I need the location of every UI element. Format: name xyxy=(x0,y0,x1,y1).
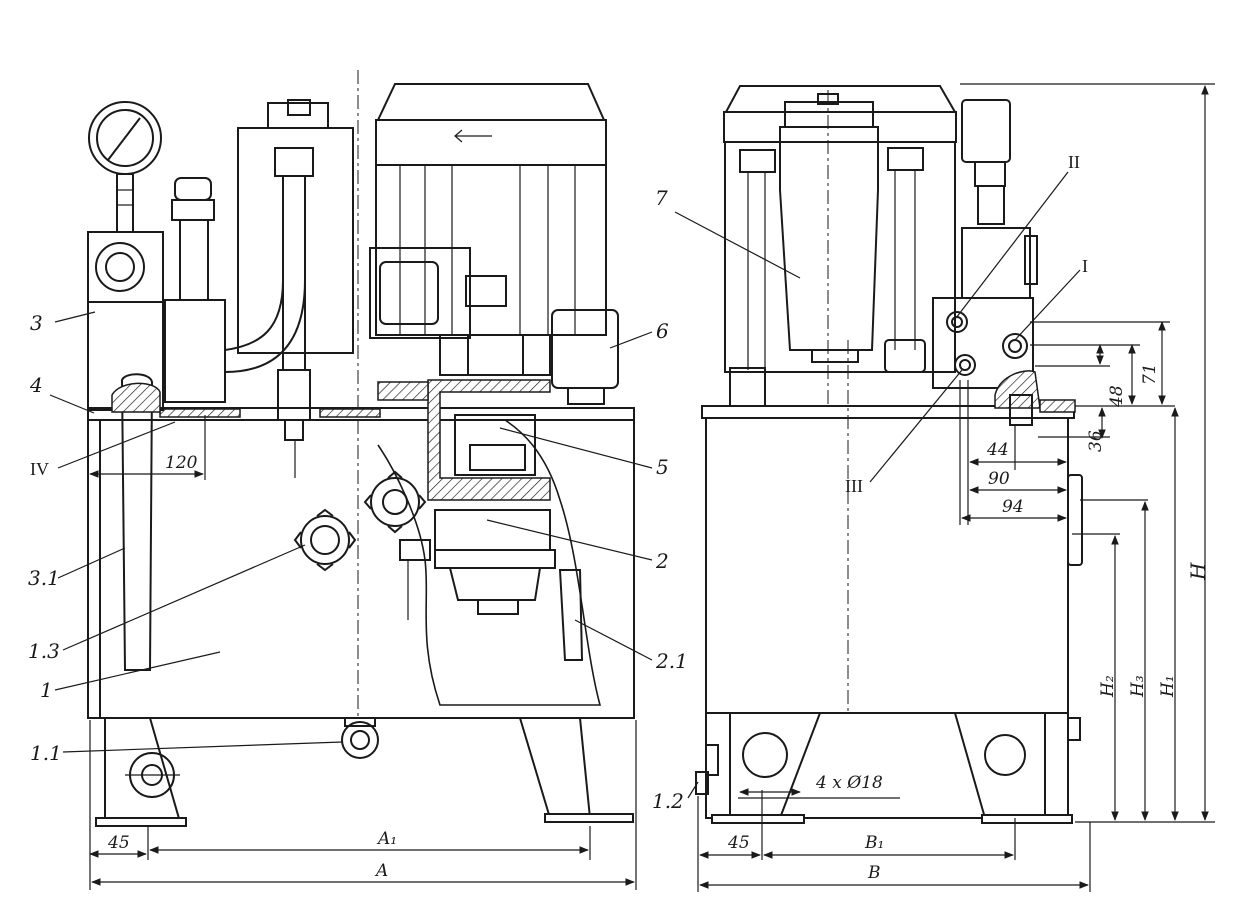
label-5: 5 xyxy=(656,455,669,479)
dim-45-left: 45 xyxy=(107,833,130,853)
label-I: I xyxy=(1082,256,1088,276)
dim-H: H xyxy=(1186,562,1210,581)
coupling-housing xyxy=(377,379,551,501)
leader-lines-left xyxy=(49,311,653,753)
dim-36: 36 xyxy=(1086,430,1106,452)
dim-H2: H₂ xyxy=(1098,675,1118,698)
drain-plug xyxy=(341,717,379,759)
label-1: 1 xyxy=(40,678,53,702)
dim-120: 120 xyxy=(165,453,198,473)
label-II: II xyxy=(1068,152,1080,172)
dim-90: 90 xyxy=(988,469,1010,489)
drain-valve xyxy=(695,744,719,795)
valve-handwheel xyxy=(363,470,427,534)
dim-A: A xyxy=(374,861,388,881)
dim-45-right: 45 xyxy=(727,833,750,853)
tank-cutaway-outline xyxy=(377,419,602,706)
air-breather xyxy=(164,177,226,403)
side-motor xyxy=(723,85,957,407)
leader-lines-right xyxy=(674,171,1081,799)
label-4: 4 xyxy=(29,373,43,397)
label-2: 2 xyxy=(655,549,669,573)
label-6: 6 xyxy=(656,319,669,343)
front-view: 3 4 IV 3.1 1.3 1 1.1 5 2 2.1 6 120 45 A₁… xyxy=(28,70,688,890)
dim-H1: H₁ xyxy=(1158,675,1178,698)
level-indicator xyxy=(120,373,154,671)
label-III: III xyxy=(845,476,863,496)
side-view: 7 II I III 1.2 48 71 36 44 90 94 H H₁ H₃… xyxy=(652,83,1215,892)
label-IV: IV xyxy=(30,459,49,479)
dim-B: B xyxy=(867,863,881,883)
return-filter xyxy=(224,99,354,478)
filler-cap xyxy=(293,508,357,572)
dim-H3: H₃ xyxy=(1128,675,1148,698)
label-1-3: 1.3 xyxy=(28,639,60,663)
side-filter-7 xyxy=(779,90,879,408)
cover-gasket-2 xyxy=(319,408,381,418)
pressure-gauge xyxy=(88,101,162,233)
oil-tank xyxy=(87,70,635,720)
dim-44: 44 xyxy=(986,440,1009,460)
label-3-1: 3.1 xyxy=(28,566,60,590)
dimension-lines-left xyxy=(89,415,637,890)
electric-motor xyxy=(369,83,607,376)
suction-filter xyxy=(558,569,584,661)
dim-B1: B₁ xyxy=(864,833,884,853)
valve-block-6 xyxy=(551,309,619,405)
label-1-2: 1.2 xyxy=(652,789,684,813)
label-3: 3 xyxy=(30,311,43,335)
dimension-lines-right xyxy=(697,83,1215,892)
tank-feet xyxy=(95,717,634,827)
dim-holes: 4 x Ø18 xyxy=(815,773,883,793)
cover-gasket xyxy=(159,408,241,418)
label-7: 7 xyxy=(655,186,668,210)
dim-A1: A₁ xyxy=(376,829,397,849)
label-2-1: 2.1 xyxy=(655,649,688,673)
pump xyxy=(399,509,556,620)
level-indicator-section xyxy=(111,382,161,413)
side-valve-stack xyxy=(884,99,1083,566)
label-1-1: 1.1 xyxy=(30,741,62,765)
dim-71: 71 xyxy=(1140,363,1160,385)
dim-94: 94 xyxy=(1002,497,1024,517)
dim-48: 48 xyxy=(1107,385,1127,408)
